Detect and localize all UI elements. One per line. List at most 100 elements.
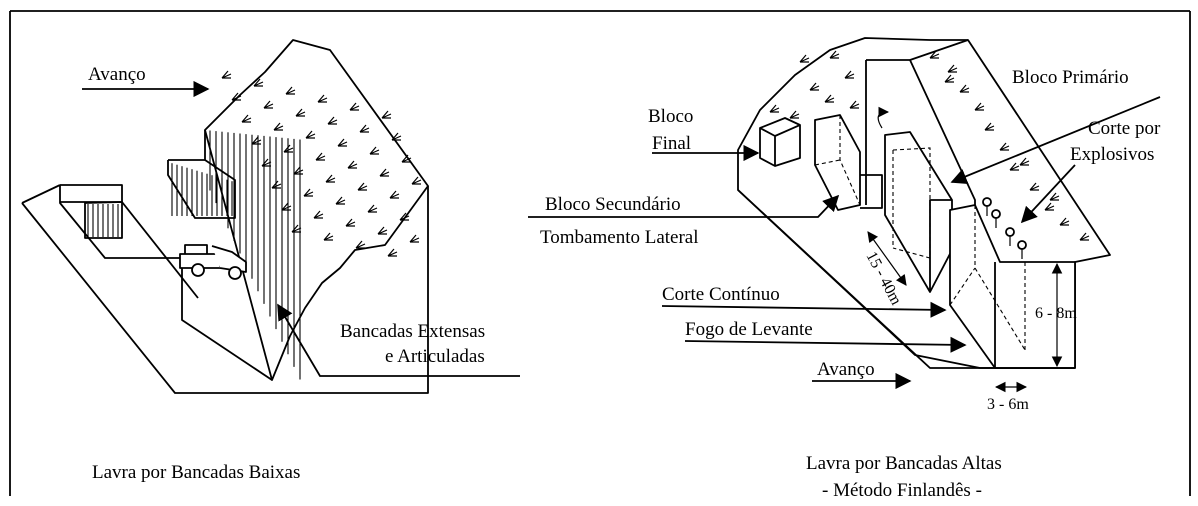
secondary-block-label: Bloco Secundário <box>545 194 681 215</box>
lower-bench-edge <box>121 201 199 299</box>
upper-bench-face <box>167 159 236 219</box>
lower-bench-hatch <box>87 204 119 237</box>
final-block-label-line2: Final <box>652 133 691 154</box>
vegetation-mark <box>359 124 370 133</box>
lower-bench-top <box>60 184 123 203</box>
length-dimension-label: 15 - 40m <box>862 249 904 308</box>
vegetation-mark <box>231 92 242 101</box>
secondary-block-arrow <box>528 194 840 218</box>
vegetation-mark <box>849 100 860 109</box>
vegetation-mark <box>315 152 326 161</box>
vegetation-mark <box>323 232 334 241</box>
truck-icon <box>179 244 247 280</box>
slope-face-hatch <box>209 130 301 380</box>
vegetation-mark <box>844 70 855 79</box>
tipping-arrow <box>877 106 890 129</box>
vegetation-mark <box>379 168 390 177</box>
vegetation-mark <box>1079 232 1090 241</box>
lower-bench <box>59 185 273 381</box>
benches-label-line2: e Articuladas <box>385 346 485 367</box>
vegetation-mark <box>303 188 314 197</box>
vegetation-mark <box>799 54 810 63</box>
vegetation-mark <box>984 122 995 131</box>
vegetation-mark <box>399 212 410 221</box>
vegetation-mark <box>381 110 392 119</box>
vegetation-mark <box>253 78 264 87</box>
right-panel-title-line1: Lavra por Bancadas Altas <box>806 453 1002 474</box>
advance-label-left: Avanço <box>88 64 146 85</box>
vegetation-mark <box>1029 182 1040 191</box>
lifting-blast-arrow <box>684 336 967 353</box>
explosive-cut-label-line2: Explosivos <box>1070 144 1154 165</box>
low-bench-mining-drawing: Avanço Bancadas Extensas e Articuladas L… <box>21 39 520 483</box>
vegetation-mark <box>947 64 958 73</box>
vegetation-mark <box>829 50 840 59</box>
vegetation-mark <box>295 108 306 117</box>
vegetation-mark <box>241 114 252 123</box>
vegetation-mark <box>1059 217 1070 226</box>
vegetation-mark <box>377 226 388 235</box>
vegetation-mark <box>944 74 955 83</box>
vegetation-mark <box>1019 157 1030 166</box>
continuous-cut-label: Corte Contínuo <box>662 284 780 305</box>
vegetation-mark <box>769 104 780 113</box>
vegetation-mark <box>959 84 970 93</box>
left-panel-title: Lavra por Bancadas Baixas <box>92 462 300 483</box>
vegetation-marks-right <box>769 50 1090 241</box>
vegetation-mark <box>345 218 356 227</box>
right-panel-title-line2: - Método Finlandês - <box>822 480 982 501</box>
advance-label-right: Avanço <box>817 359 875 380</box>
secondary-block <box>814 106 890 211</box>
primary-block-label: Bloco Primário <box>1012 67 1129 88</box>
vegetation-mark <box>251 136 262 145</box>
vegetation-mark <box>369 146 380 155</box>
length-dimension-line <box>867 231 907 286</box>
vegetation-mark <box>391 132 402 141</box>
vegetation-mark <box>347 160 358 169</box>
explosive-charges <box>982 197 1027 259</box>
explosive-cut-arrow <box>1020 164 1076 224</box>
vegetation-mark <box>335 196 346 205</box>
vegetation-mark <box>1049 192 1060 201</box>
final-block-label-line1: Bloco <box>648 106 693 127</box>
vegetation-mark <box>317 94 328 103</box>
upper-bench <box>168 130 206 161</box>
upper-bench-hatch <box>171 163 233 216</box>
continuous-cut-arrow <box>661 301 947 318</box>
vegetation-mark <box>389 190 400 199</box>
primary-block-arrow <box>950 96 1161 184</box>
high-bench-block <box>949 204 1076 369</box>
lateral-tipping-label: Tombamento Lateral <box>540 227 699 248</box>
vegetation-mark <box>221 70 232 79</box>
vegetation-mark <box>327 116 338 125</box>
vegetation-mark <box>325 174 336 183</box>
benches-label-line1: Bancadas Extensas <box>340 321 485 342</box>
vegetation-mark <box>974 102 985 111</box>
vegetation-mark <box>349 102 360 111</box>
vegetation-mark <box>337 138 348 147</box>
vegetation-mark <box>411 176 422 185</box>
quarry-floor <box>21 186 429 394</box>
benches-leader-arrow <box>277 303 520 377</box>
high-bench-finnish-method-drawing: Bloco Primário Bloco Final Corte por Exp… <box>528 37 1161 501</box>
vegetation-mark <box>285 86 296 95</box>
vegetation-mark <box>809 82 820 91</box>
vegetation-mark <box>1009 162 1020 171</box>
frame-border <box>9 10 1191 496</box>
lower-bench-face <box>84 201 123 239</box>
vegetation-mark <box>367 204 378 213</box>
vegetation-mark <box>999 142 1010 151</box>
vegetation-mark <box>1044 202 1055 211</box>
vegetation-mark <box>355 240 366 249</box>
primary-block <box>884 131 953 293</box>
vegetation-mark <box>313 210 324 219</box>
vegetation-mark <box>387 248 398 257</box>
vegetation-mark <box>357 182 368 191</box>
vegetation-mark <box>401 154 412 163</box>
explosive-cut-label-line1: Corte por <box>1088 118 1161 139</box>
final-block <box>759 117 801 167</box>
vegetation-mark <box>263 100 274 109</box>
vegetation-mark <box>305 130 316 139</box>
rock-slope-top <box>204 39 429 381</box>
lifting-blast-label: Fogo de Levante <box>685 319 813 340</box>
